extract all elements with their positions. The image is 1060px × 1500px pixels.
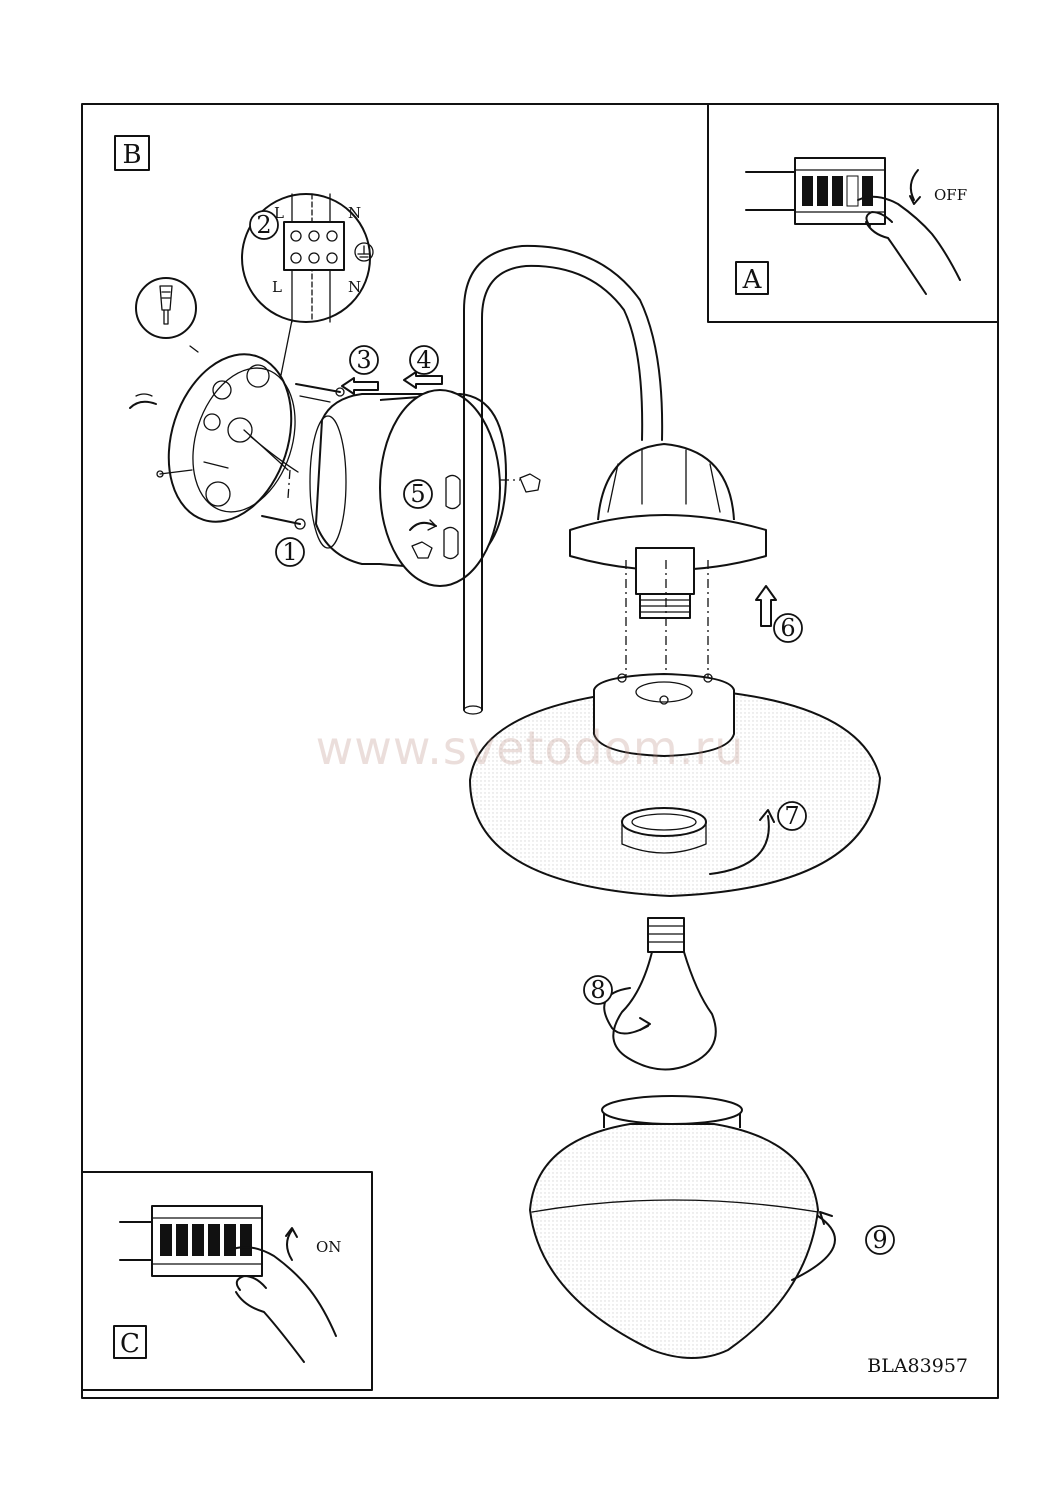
lamp-shade xyxy=(469,673,881,897)
svg-text:9: 9 xyxy=(872,1226,887,1254)
svg-text:6: 6 xyxy=(780,614,795,642)
glass-diffuser xyxy=(529,1095,819,1359)
svg-text:3: 3 xyxy=(356,346,371,374)
step-7: 7 xyxy=(777,801,807,831)
svg-text:1: 1 xyxy=(282,538,297,566)
step-6: 6 xyxy=(773,613,803,643)
hand-icon xyxy=(229,1246,337,1363)
wall-base-plate xyxy=(129,345,299,523)
svg-text:2: 2 xyxy=(256,211,271,239)
wire-live-top: L xyxy=(274,204,284,222)
direction-arrow-icon xyxy=(403,371,443,389)
page-frame xyxy=(81,103,999,1399)
wire-neutral-top: N xyxy=(348,204,361,222)
direction-arrow-icon xyxy=(341,377,379,395)
mounting-screws xyxy=(203,383,345,530)
hand-icon xyxy=(857,195,961,295)
step-8: 8 xyxy=(583,975,613,1005)
earth-ground-icon xyxy=(354,242,374,262)
rotate-arrow-icon xyxy=(603,987,649,1035)
lamp-arm xyxy=(463,244,664,715)
panel-a-label: A xyxy=(742,265,763,295)
watermark-text: www.svetodom.ru xyxy=(316,721,745,775)
rotate-arrow-icon xyxy=(791,1215,836,1281)
model-code: BLA83957 xyxy=(867,1355,968,1377)
step-9: 9 xyxy=(865,1225,895,1255)
panel-b: B xyxy=(114,135,150,171)
direction-arrow-icon xyxy=(755,585,777,627)
shade-ring xyxy=(621,807,707,854)
lamp-holder xyxy=(569,443,767,700)
wire-live-bottom: L xyxy=(272,278,282,296)
svg-text:4: 4 xyxy=(416,346,431,374)
rotate-arrow-icon xyxy=(709,815,770,875)
wall-mount-cylinder xyxy=(309,389,541,587)
svg-text:8: 8 xyxy=(590,976,605,1004)
light-bulb xyxy=(612,917,717,1071)
wire-neutral-bottom: N xyxy=(348,278,361,296)
panel-a: A OFF xyxy=(707,103,999,323)
circuit-breaker-off xyxy=(745,157,886,225)
svg-text:5: 5 xyxy=(410,480,425,508)
step-2: 2 xyxy=(249,210,279,240)
panel-b-label: B xyxy=(122,140,141,170)
svg-text:7: 7 xyxy=(784,802,799,830)
rotate-arrow-icon xyxy=(286,1229,293,1261)
panel-c: C ON xyxy=(81,1171,373,1391)
step-4: 4 xyxy=(409,345,439,375)
panel-c-label: C xyxy=(120,1329,140,1359)
wall-plug-icon xyxy=(135,277,197,339)
step-5: 5 xyxy=(403,479,433,509)
circuit-breaker-on xyxy=(119,1205,263,1277)
switch-on-label: ON xyxy=(316,1238,341,1256)
switch-off-label: OFF xyxy=(934,186,967,204)
rotate-arrow-icon xyxy=(909,169,919,201)
step-1: 1 xyxy=(275,537,305,567)
step-3: 3 xyxy=(349,345,379,375)
